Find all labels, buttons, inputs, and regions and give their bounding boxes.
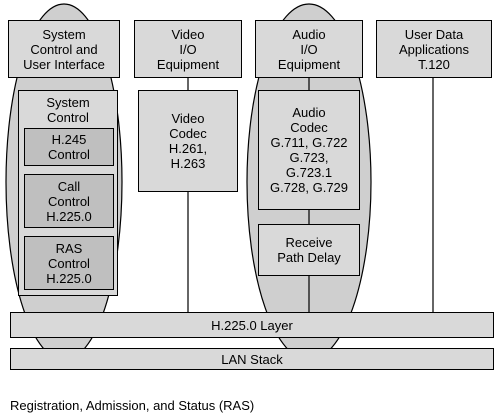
audio-codec-box: Audio Codec G.711, G.722 G.723, G.723.1 … <box>258 90 360 210</box>
h245-control-box: H.245 Control <box>24 128 114 166</box>
receive-path-delay-box: Receive Path Delay <box>258 224 360 276</box>
video-codec-box: Video Codec H.261, H.263 <box>138 90 238 192</box>
audio-io-equipment-box: Audio I/O Equipment <box>255 20 363 78</box>
call-control-box: Call Control H.225.0 <box>24 174 114 228</box>
system-control-ui-box: System Control and User Interface <box>8 20 120 78</box>
system-control-group-title: System Control <box>46 95 90 125</box>
video-io-equipment-box: Video I/O Equipment <box>134 20 242 78</box>
h225-layer-bar: H.225.0 Layer <box>10 312 494 338</box>
ras-control-box: RAS Control H.225.0 <box>24 236 114 290</box>
lan-stack-bar: LAN Stack <box>10 348 494 370</box>
user-data-applications-box: User Data Applications T.120 <box>376 20 492 78</box>
ras-caption: Registration, Admission, and Status (RAS… <box>10 398 255 413</box>
